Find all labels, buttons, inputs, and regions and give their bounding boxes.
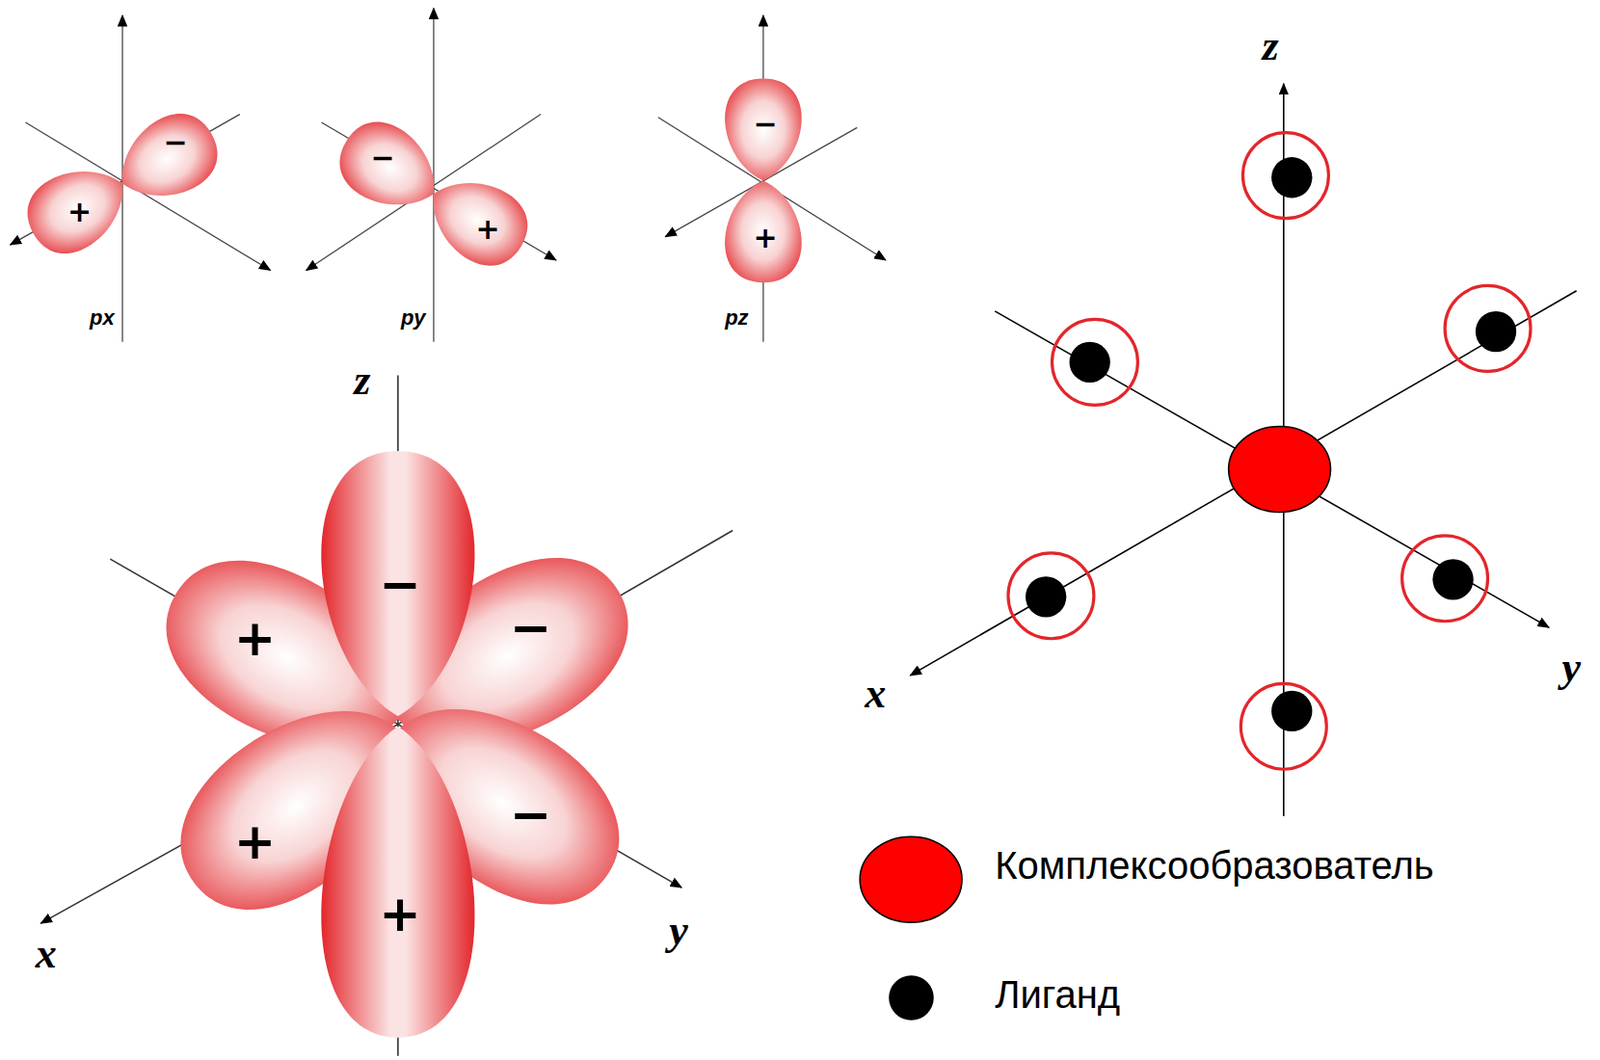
sign: +	[475, 214, 500, 244]
sign: +	[67, 197, 92, 227]
sign: −	[509, 789, 553, 840]
orbital-lobe	[320, 451, 475, 717]
sign: +	[752, 223, 777, 253]
sign: −	[378, 559, 422, 610]
sign: +	[234, 816, 277, 867]
legend-text: Лиганд	[994, 975, 1120, 1014]
axis-label: y	[668, 909, 689, 953]
axis-label: x	[864, 672, 886, 716]
axis-label: y	[1562, 646, 1582, 690]
legend-swatch-shape	[859, 836, 962, 923]
px-orbital	[10, 15, 271, 343]
legend-swatch-shape	[888, 975, 934, 1021]
pz-orbital	[658, 15, 886, 343]
legend-swatch	[885, 972, 937, 1024]
axis-label: x	[35, 933, 57, 976]
combined-orbital-axes	[40, 375, 733, 1057]
sign: −	[163, 128, 188, 158]
legend-text: Комплексообразователь	[994, 846, 1434, 885]
complex-axes	[909, 83, 1576, 817]
orbital-name: px	[89, 307, 115, 329]
orbital-name: py	[400, 307, 427, 329]
orbital-lobe	[724, 79, 802, 182]
py-orbital	[306, 7, 557, 342]
axis-label: z	[353, 359, 371, 402]
sign: −	[509, 602, 553, 653]
orbital-lobe	[104, 100, 231, 217]
sign: +	[378, 888, 422, 939]
central-atom	[1228, 426, 1332, 513]
axis-label: z	[1261, 25, 1279, 68]
orbital-lobe	[724, 180, 802, 283]
legend-swatch	[856, 833, 965, 926]
sign: +	[234, 613, 277, 664]
sign: −	[370, 143, 395, 173]
ligand	[1008, 133, 1531, 771]
sign: −	[752, 109, 777, 139]
orbital-lobe	[326, 108, 454, 228]
orbital-lobe	[14, 150, 141, 267]
orbital-name: pz	[724, 307, 748, 329]
orbital-lobe	[320, 726, 475, 1039]
